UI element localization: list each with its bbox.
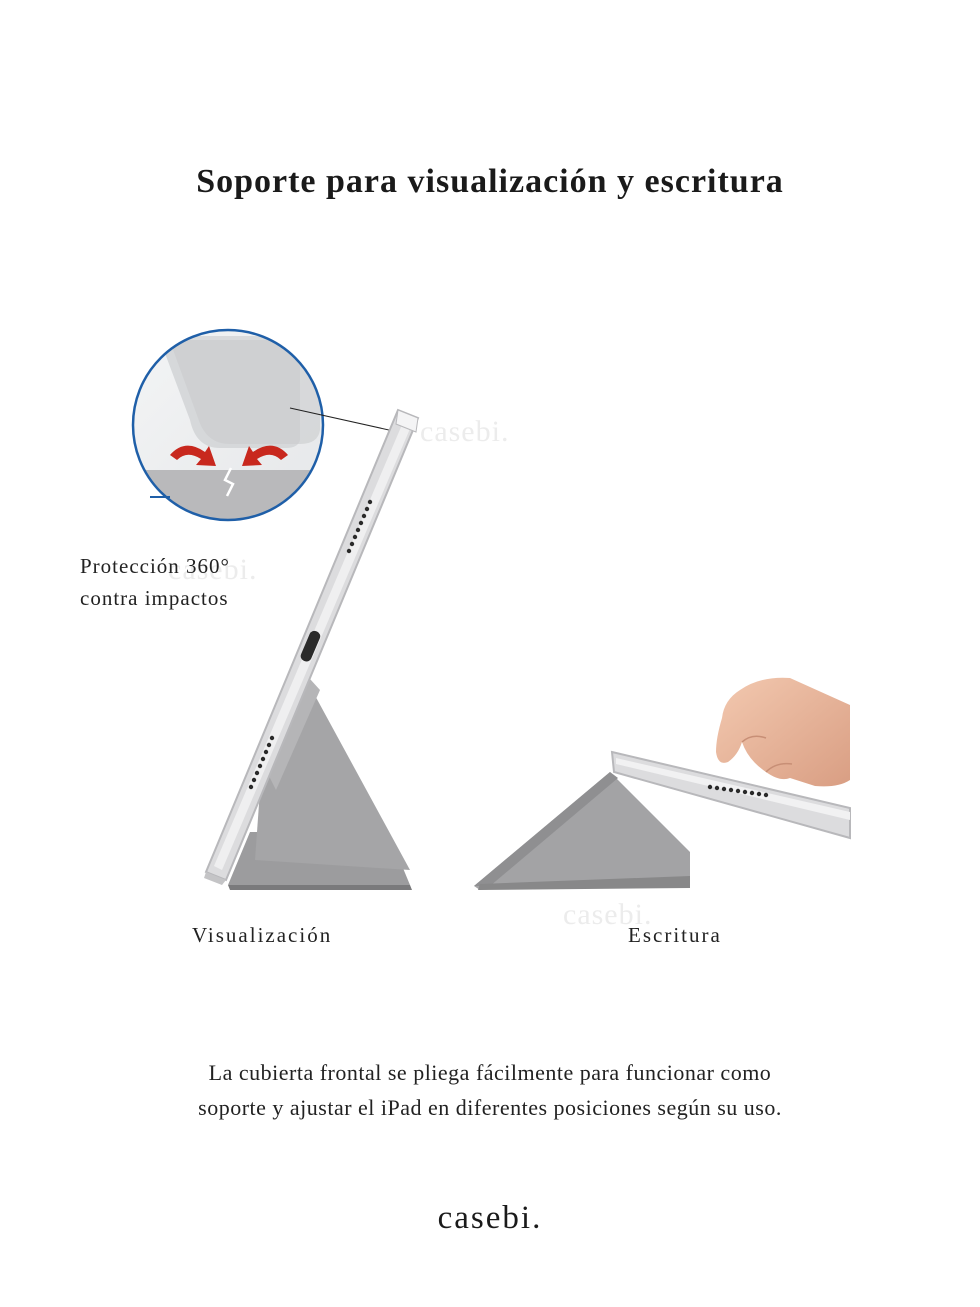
zoom-detail: [131, 328, 399, 522]
description: La cubierta frontal se pliega fácilmente…: [0, 1055, 980, 1125]
watermark: casebi.: [168, 553, 258, 586]
description-line-1: La cubierta frontal se pliega fácilmente…: [208, 1060, 772, 1085]
brand-logo: casebi.: [437, 1200, 543, 1236]
watermark: casebi.: [420, 415, 510, 448]
callout-line-2: contra impactos: [80, 586, 229, 610]
viewing-stand-illustration: [204, 408, 420, 890]
hand-illustration: [716, 677, 850, 787]
watermark: casebi.: [563, 898, 653, 931]
impact-protection-callout: Protección 360° contra impactos: [80, 550, 230, 614]
description-line-2: soporte y ajustar el iPad en diferentes …: [198, 1095, 782, 1120]
writing-label: Escritura: [628, 923, 722, 947]
viewing-label: Visualización: [192, 923, 333, 947]
product-illustration: [131, 328, 851, 890]
callout-line-1: Protección 360°: [80, 554, 230, 578]
page-title: Soporte para visualización y escritura: [196, 163, 784, 200]
writing-stand-illustration: [474, 677, 851, 890]
